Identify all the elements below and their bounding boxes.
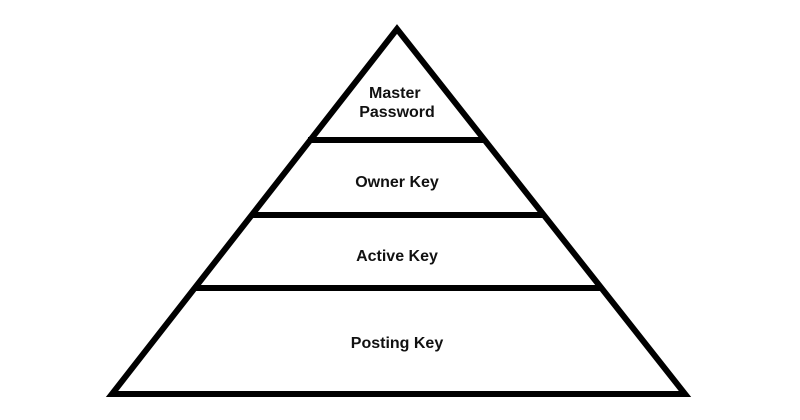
tier-label-master-password: Master Password (359, 85, 435, 121)
tier-label-master-line-2: Password (359, 104, 435, 121)
tier-label-posting-key: Posting Key (351, 335, 444, 352)
tier-label-owner-key: Owner Key (355, 174, 439, 191)
tier-label-active-key: Active Key (356, 248, 438, 265)
tier-label-master-line-1: Master (369, 85, 421, 102)
pyramid-outline (105, 24, 692, 397)
